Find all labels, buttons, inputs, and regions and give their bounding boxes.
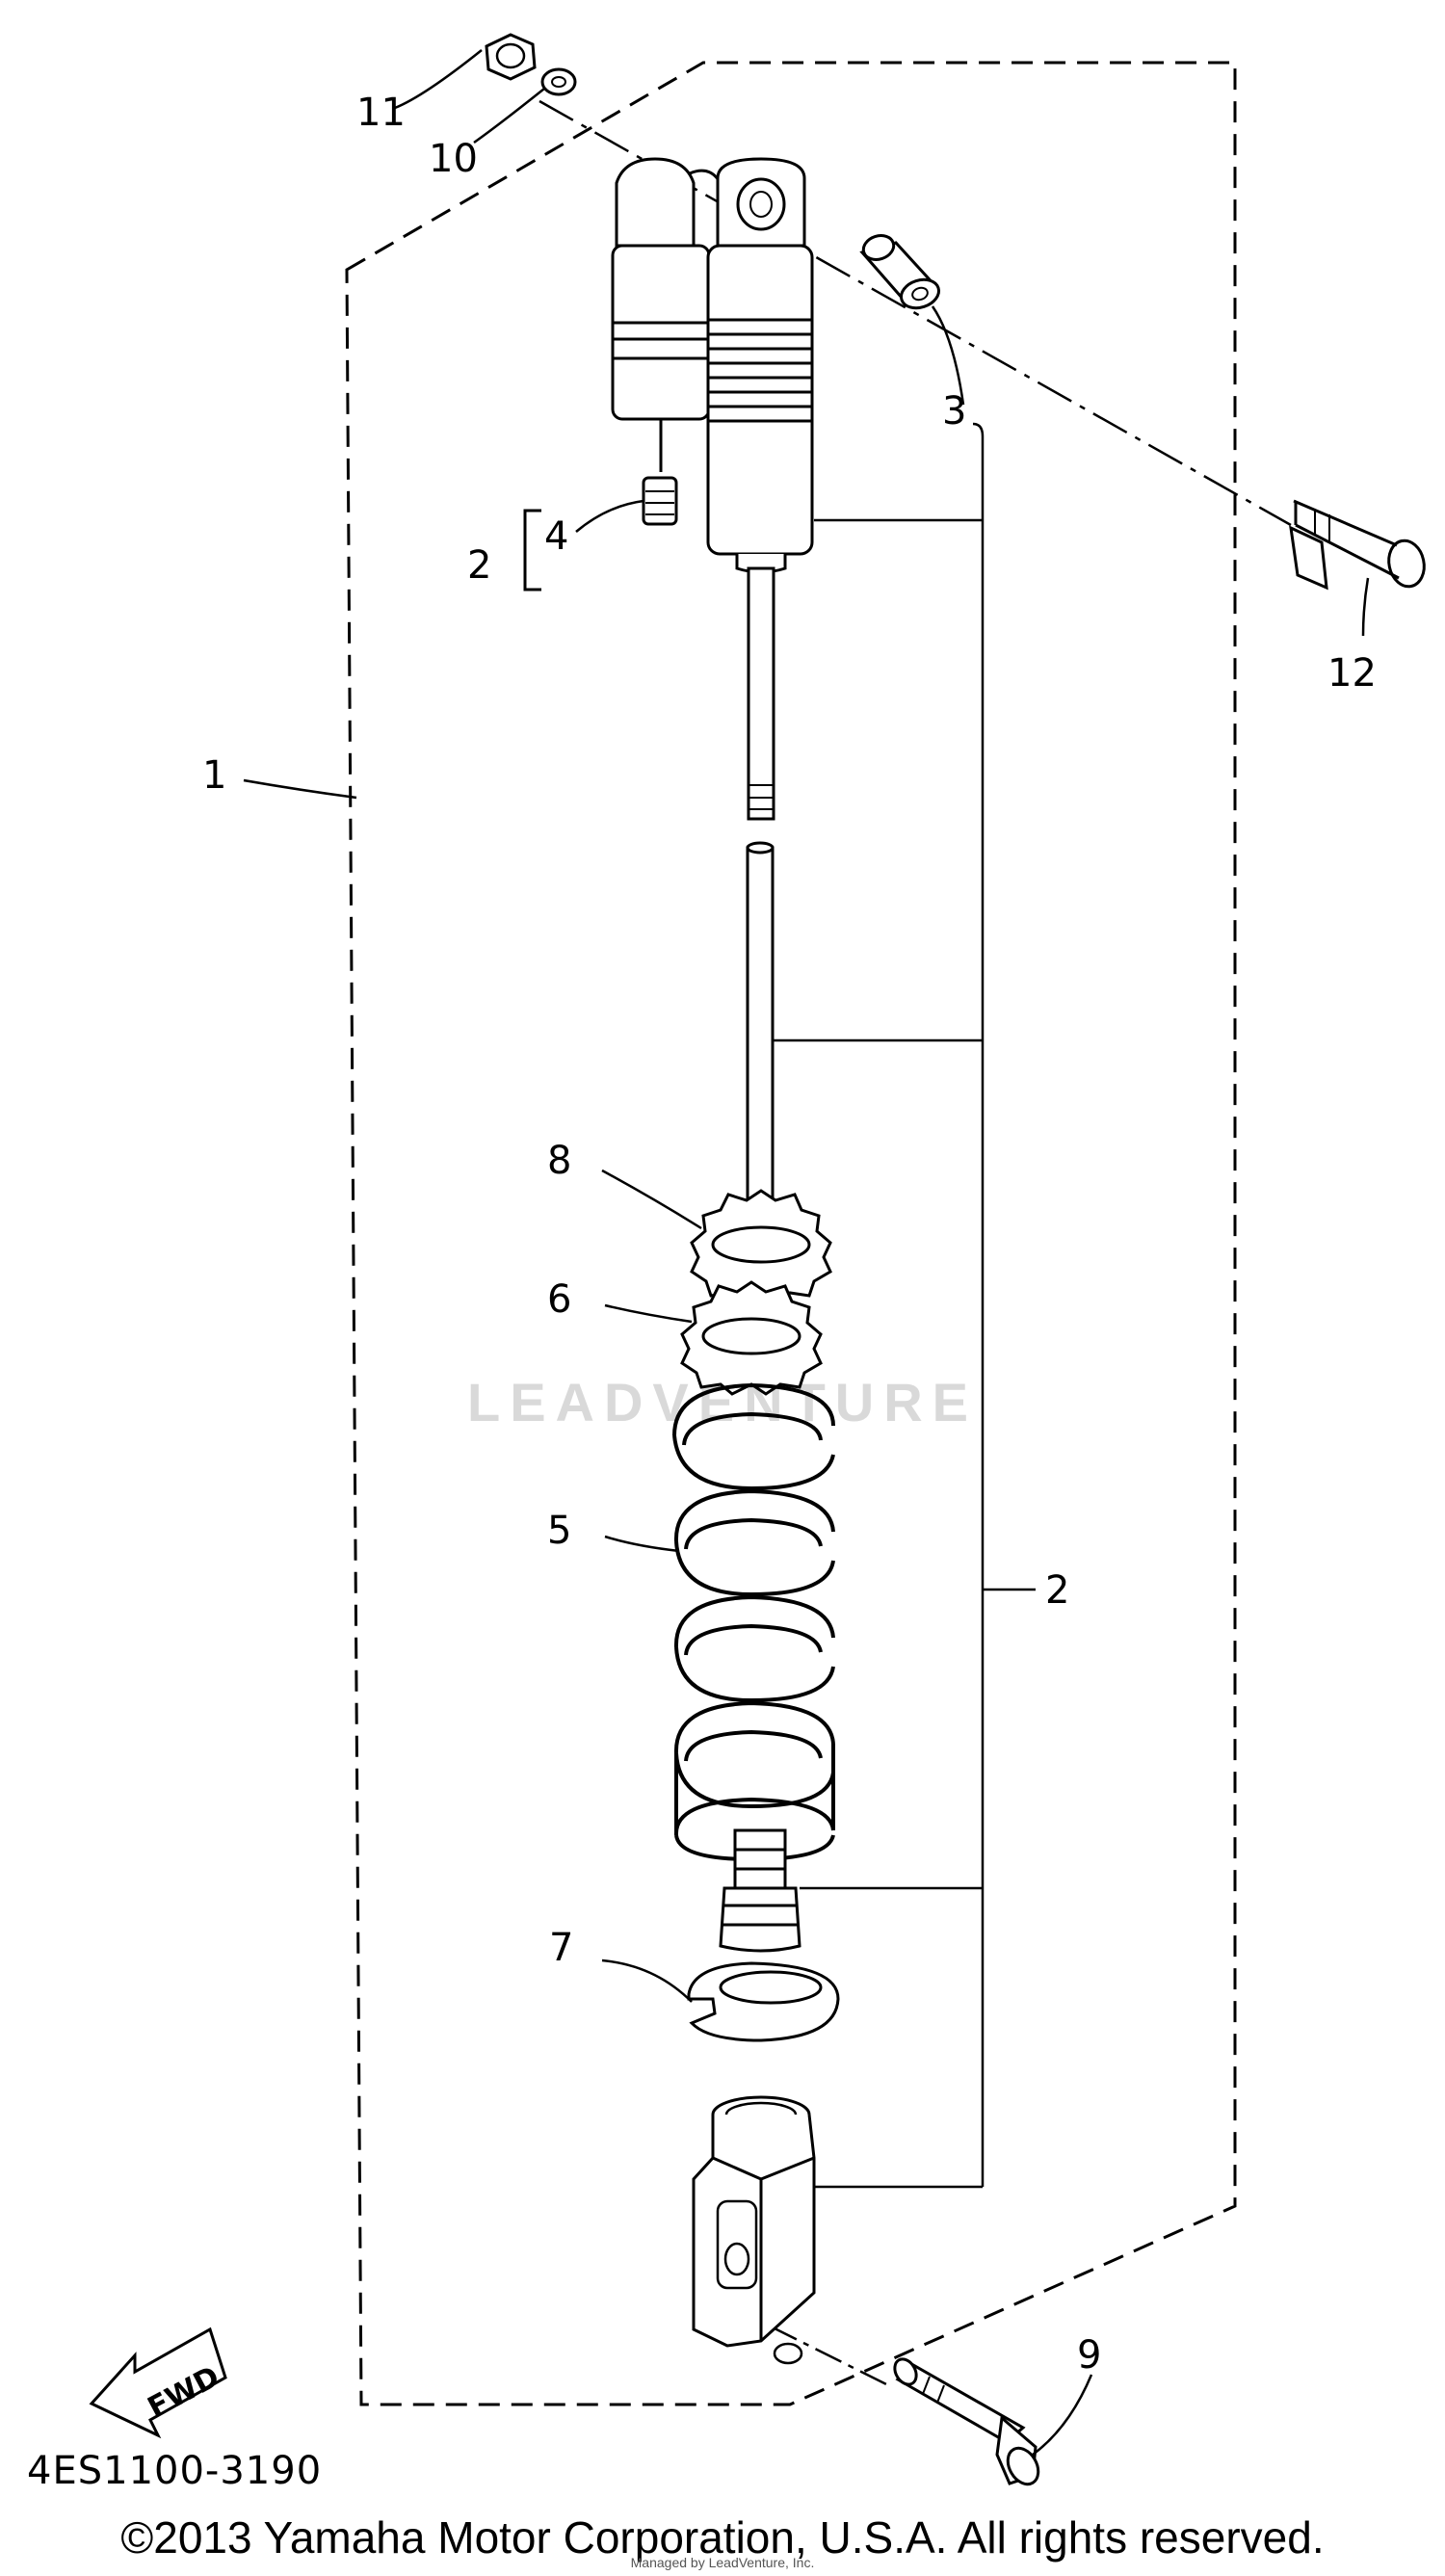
- callout-2-lower: 2: [1045, 1568, 1069, 1613]
- part-lower-bolt[interactable]: [890, 2355, 1044, 2489]
- part-lower-clevis[interactable]: [692, 2095, 816, 2365]
- callout-10: 10: [429, 137, 478, 181]
- callout-5: 5: [547, 1509, 571, 1553]
- part-spring-seat-stopper[interactable]: [687, 1961, 840, 2042]
- part-valve-cap[interactable]: [642, 476, 678, 526]
- part-shock-body[interactable]: [706, 157, 814, 821]
- callout-3: 3: [942, 389, 966, 434]
- part-adjuster-ring[interactable]: [680, 1280, 823, 1396]
- callout-8: 8: [547, 1139, 571, 1183]
- part-bushing[interactable]: [859, 232, 942, 313]
- part-coil-spring[interactable]: [672, 1382, 835, 1862]
- part-damper-rod[interactable]: [746, 841, 775, 1235]
- callout-7: 7: [549, 1926, 573, 1970]
- part-washer[interactable]: [540, 67, 577, 96]
- callout-12: 12: [1327, 651, 1377, 696]
- leader-lines: [243, 49, 1370, 2457]
- callout-1: 1: [202, 753, 226, 798]
- drawing-code: 4ES1100-3190: [27, 2449, 322, 2493]
- part-upper-bolt[interactable]: [1289, 496, 1429, 591]
- managed-by-notice: Managed by LeadVenture, Inc.: [630, 2555, 815, 2570]
- callout-6: 6: [547, 1277, 571, 1322]
- lower-mount-centerline: [770, 2325, 887, 2386]
- callout-4: 4: [544, 514, 568, 559]
- assembly-boundary-dashed: [345, 61, 1237, 2406]
- part-shock-reservoir[interactable]: [611, 157, 724, 472]
- callout-11: 11: [356, 91, 406, 135]
- callout-2-upper: 2: [467, 543, 491, 588]
- part-4-group-bracket: [523, 509, 541, 591]
- forward-direction-arrow-icon: FWD: [89, 2326, 227, 2439]
- callout-9: 9: [1077, 2333, 1101, 2378]
- part-spring-locknut[interactable]: [690, 1189, 832, 1304]
- part-bump-stop[interactable]: [719, 1828, 801, 1953]
- copyright-notice: ©2013 Yamaha Motor Corporation, U.S.A. A…: [120, 2512, 1325, 2563]
- part-nut[interactable]: [485, 33, 537, 81]
- assembly-group-bracket: [773, 422, 1036, 2189]
